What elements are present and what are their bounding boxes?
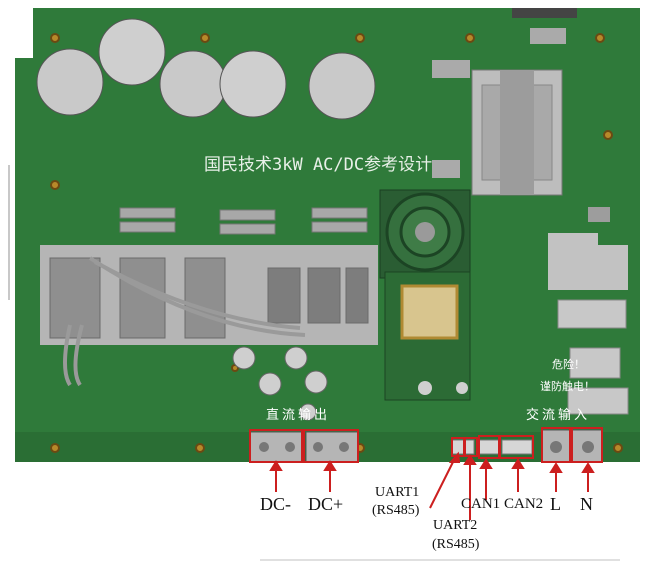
transformer bbox=[471, 69, 563, 196]
small-capacitors bbox=[232, 346, 328, 421]
n-label: N bbox=[580, 494, 593, 514]
capacitors bbox=[36, 18, 376, 120]
component bbox=[567, 387, 629, 415]
mounting-hole bbox=[355, 33, 365, 43]
component bbox=[418, 381, 432, 395]
mounting-holes bbox=[50, 33, 623, 453]
pcb-cutout-left bbox=[15, 8, 33, 58]
uart2-label: UART2 bbox=[433, 518, 478, 533]
capacitor bbox=[308, 52, 376, 120]
mounting-hole bbox=[195, 443, 205, 453]
uart1-label: UART1 bbox=[375, 485, 420, 500]
mounting-hole bbox=[50, 443, 60, 453]
uart1-sub-label: (RS485) bbox=[372, 503, 420, 518]
can1-label: CAN1 bbox=[461, 496, 501, 512]
component bbox=[588, 207, 610, 222]
capacitor bbox=[98, 18, 166, 86]
dc-minus-label: DC- bbox=[260, 494, 291, 514]
mounting-hole bbox=[200, 33, 210, 43]
mounting-hole bbox=[50, 33, 60, 43]
capacitor bbox=[36, 48, 104, 116]
ac-input-label: 交流输入 bbox=[526, 407, 591, 422]
mounting-hole bbox=[465, 33, 475, 43]
uart2-sub-label: (RS485) bbox=[432, 537, 480, 552]
component bbox=[530, 28, 566, 44]
l-box bbox=[541, 427, 571, 463]
n-box bbox=[571, 427, 603, 463]
component bbox=[548, 233, 628, 290]
frame-left-line bbox=[8, 165, 10, 300]
dc-output-label: 直流输出 bbox=[266, 407, 331, 422]
capacitor bbox=[219, 50, 287, 118]
cooling-fan bbox=[379, 189, 471, 279]
board-title: 国民技术3kW AC/DC参考设计 bbox=[204, 155, 433, 175]
mounting-hole bbox=[595, 33, 605, 43]
mounting-hole bbox=[603, 130, 613, 140]
component bbox=[432, 60, 470, 78]
small-transformer bbox=[400, 284, 459, 340]
annotation-arrows bbox=[269, 451, 595, 520]
component bbox=[512, 8, 577, 18]
capacitor bbox=[159, 50, 227, 118]
component bbox=[432, 160, 460, 178]
mounting-hole bbox=[50, 180, 60, 190]
heatsink-rails bbox=[119, 207, 368, 235]
dc-plus-label: DC+ bbox=[308, 494, 344, 514]
component bbox=[557, 299, 627, 329]
l-label: L bbox=[550, 494, 561, 514]
component bbox=[569, 347, 621, 379]
can2-box bbox=[499, 435, 534, 459]
warning-line1: 危险！ bbox=[552, 359, 585, 371]
component bbox=[456, 382, 468, 394]
can2-label: CAN2 bbox=[504, 496, 544, 512]
mounting-hole bbox=[613, 443, 623, 453]
warning-line2: 谨防触电！ bbox=[540, 381, 595, 393]
inductor-coils bbox=[49, 257, 369, 339]
wires bbox=[63, 256, 306, 387]
